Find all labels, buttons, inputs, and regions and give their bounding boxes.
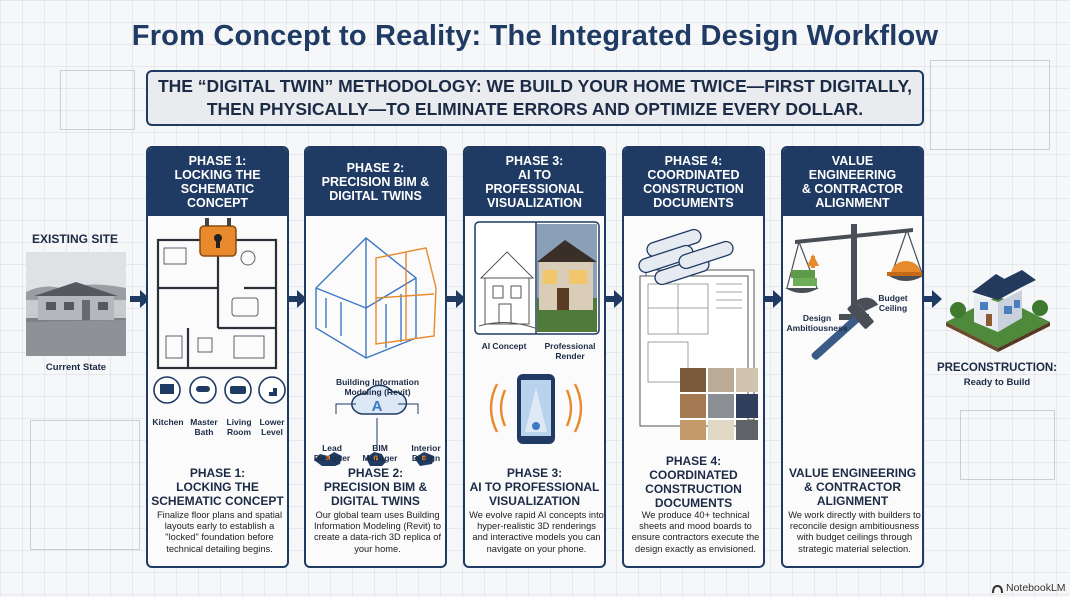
- phase-2-title-line: PRECISION BIM &: [323, 480, 428, 494]
- phase-2-title: PHASE 2: PRECISION BIM & DIGITAL TWINS: [306, 466, 445, 508]
- phase-4-header: PHASE 4: COORDINATED CONSTRUCTION DOCUME…: [624, 148, 763, 216]
- phase-3-card: PHASE 3: AI TO PROFESSIONAL VISUALIZATIO…: [463, 146, 606, 568]
- phase-3-header-line: PHASE 3:: [505, 154, 564, 168]
- construction-docs-illustration: [638, 228, 758, 440]
- phase-3-description: We evolve rapid AI concepts into hyper-r…: [469, 510, 604, 554]
- value-engineering-title: VALUE ENGINEERING & CONTRACTOR ALIGNMENT: [783, 466, 922, 508]
- phase-2-title-line: PHASE 2:: [347, 466, 404, 480]
- value-engineering-header: VALUE ENGINEERING & CONTRACTOR ALIGNMENT: [783, 148, 922, 216]
- value-engineering-header-line: VALUE ENGINEERING: [808, 154, 897, 182]
- blueprint-line: [60, 70, 135, 130]
- label-design-ambitiousness: Design Ambitiousness: [786, 313, 848, 333]
- phase-1-header-line: LOCKING THE: [174, 168, 261, 182]
- phase-4-title-line: DOCUMENTS: [654, 496, 733, 510]
- label-bim-manager: BIM Manager: [362, 443, 398, 463]
- value-engineering-title-line: VALUE ENGINEERING: [788, 466, 917, 480]
- label-professional-render: Professional Render: [544, 341, 596, 361]
- phase-3-title-line: VISUALIZATION: [488, 494, 581, 508]
- existing-site-caption: Current State: [45, 362, 107, 373]
- phase-2-header-line: DIGITAL TWINS: [329, 189, 422, 203]
- phase-3-header: PHASE 3: AI TO PROFESSIONAL VISUALIZATIO…: [465, 148, 604, 216]
- methodology-banner: THE “DIGITAL TWIN” METHODOLOGY: WE BUILD…: [146, 70, 924, 126]
- flow-arrow-icon: [604, 290, 624, 308]
- phase-4-header-line: PHASE 4:: [664, 154, 723, 168]
- phase-4-header-line: CONSTRUCTION: [643, 182, 744, 196]
- brand-logo: NotebookLM: [992, 582, 1066, 594]
- phase-1-card: PHASE 1: LOCKING THE SCHEMATIC CONCEPT K…: [146, 146, 289, 568]
- preconstruction-heading: PRECONSTRUCTION:: [936, 362, 1058, 374]
- page-title: From Concept to Reality: The Integrated …: [131, 20, 939, 52]
- value-engineering-description: We work directly with builders to reconc…: [788, 510, 921, 554]
- blueprint-line: [960, 410, 1055, 480]
- flow-arrow-icon: [922, 290, 942, 308]
- phase-1-description: Finalize floor plans and spatial layouts…: [156, 510, 283, 554]
- phase-1-title-line: SCHEMATIC CONCEPT: [151, 494, 284, 508]
- phase-3-title-line: PHASE 3:: [506, 466, 563, 480]
- phase-3-header-line: AI TO PROFESSIONAL: [485, 168, 584, 196]
- bim-wireframe-illustration: A: [314, 237, 437, 466]
- value-engineering-title-line: & CONTRACTOR: [803, 480, 902, 494]
- phase-2-header-line: PRECISION BIM &: [321, 175, 430, 189]
- value-engineering-header-line: & CONTRACTOR: [801, 182, 904, 196]
- phase-2-header: PHASE 2: PRECISION BIM & DIGITAL TWINS: [306, 148, 445, 216]
- blueprint-line: [30, 420, 140, 550]
- existing-house-photo: [26, 252, 126, 356]
- phase-2-description: Our global team uses Building Informatio…: [313, 510, 442, 554]
- floor-plan-illustration: [153, 218, 286, 404]
- value-engineering-card: VALUE ENGINEERING & CONTRACTOR ALIGNMENT…: [781, 146, 924, 568]
- phase-2-card: PHASE 2: PRECISION BIM & DIGITAL TWINS A…: [304, 146, 447, 568]
- phase-4-title: PHASE 4: COORDINATED CONSTRUCTION DOCUME…: [624, 454, 763, 510]
- svg-text:A: A: [372, 398, 383, 415]
- blueprint-line: [930, 60, 1050, 150]
- phase-4-card: PHASE 4: COORDINATED CONSTRUCTION DOCUME…: [622, 146, 765, 568]
- phase-2-title-line: DIGITAL TWINS: [331, 494, 420, 508]
- banner-line-1: THE “DIGITAL TWIN” METHODOLOGY: WE BUILD…: [157, 76, 913, 96]
- phase-4-description: We produce 40+ technical sheets and mood…: [631, 510, 760, 554]
- label-living-room: Living Room: [226, 417, 252, 437]
- flow-arrow-icon: [287, 290, 307, 308]
- phase-3-title: PHASE 3: AI TO PROFESSIONAL VISUALIZATIO…: [465, 466, 604, 508]
- phase-4-title-line: CONSTRUCTION: [645, 482, 742, 496]
- phase-1-header-line: SCHEMATIC CONCEPT: [180, 182, 255, 210]
- label-master-bath: Master Bath: [190, 417, 218, 437]
- phase-1-title-line: LOCKING THE: [176, 480, 259, 494]
- phase-1-header-line: PHASE 1:: [188, 154, 247, 168]
- phase-1-title: PHASE 1: LOCKING THE SCHEMATIC CONCEPT: [148, 466, 287, 508]
- label-interior-design: Interior Design: [411, 443, 441, 463]
- phase-3-title-line: AI TO PROFESSIONAL: [469, 480, 600, 494]
- balance-scale-illustration: [785, 224, 922, 360]
- phase-4-title-line: PHASE 4:: [665, 454, 722, 468]
- phase-4-header-line: COORDINATED: [647, 168, 740, 182]
- label-budget-ceiling: Budget Ceiling: [878, 293, 908, 313]
- phase-2-header-line: PHASE 2:: [346, 161, 405, 175]
- label-kitchen: Kitchen: [152, 417, 184, 427]
- banner-line-2: THEN PHYSICALLY—TO ELIMINATE ERRORS AND …: [206, 99, 864, 119]
- phase-4-header-line: DOCUMENTS: [653, 196, 734, 210]
- notebooklm-logo-icon: [992, 584, 1003, 593]
- finished-house-icon: [946, 270, 1050, 352]
- flow-arrow-icon: [763, 290, 783, 308]
- label-lead-designer: Lead Designer: [313, 443, 351, 463]
- brand-name: NotebookLM: [1006, 582, 1066, 594]
- phase-4-title-line: COORDINATED: [649, 468, 738, 482]
- ai-render-illustration: [474, 221, 600, 444]
- value-engineering-header-line: ALIGNMENT: [815, 196, 890, 210]
- label-ai-concept: AI Concept: [481, 341, 527, 351]
- phase-3-header-line: VISUALIZATION: [487, 196, 582, 210]
- label-lower-level: Lower Level: [259, 417, 285, 437]
- flow-arrow-icon: [446, 290, 466, 308]
- label-bim-revit: Building Information Modeling (Revit): [335, 377, 420, 397]
- phase-1-header: PHASE 1: LOCKING THE SCHEMATIC CONCEPT: [148, 148, 287, 216]
- preconstruction-caption: Ready to Build: [963, 377, 1031, 388]
- phase-1-title-line: PHASE 1:: [189, 466, 246, 480]
- value-engineering-title-line: ALIGNMENT: [816, 494, 889, 508]
- existing-site-heading: EXISTING SITE: [31, 232, 118, 246]
- flow-arrow-icon: [130, 290, 150, 308]
